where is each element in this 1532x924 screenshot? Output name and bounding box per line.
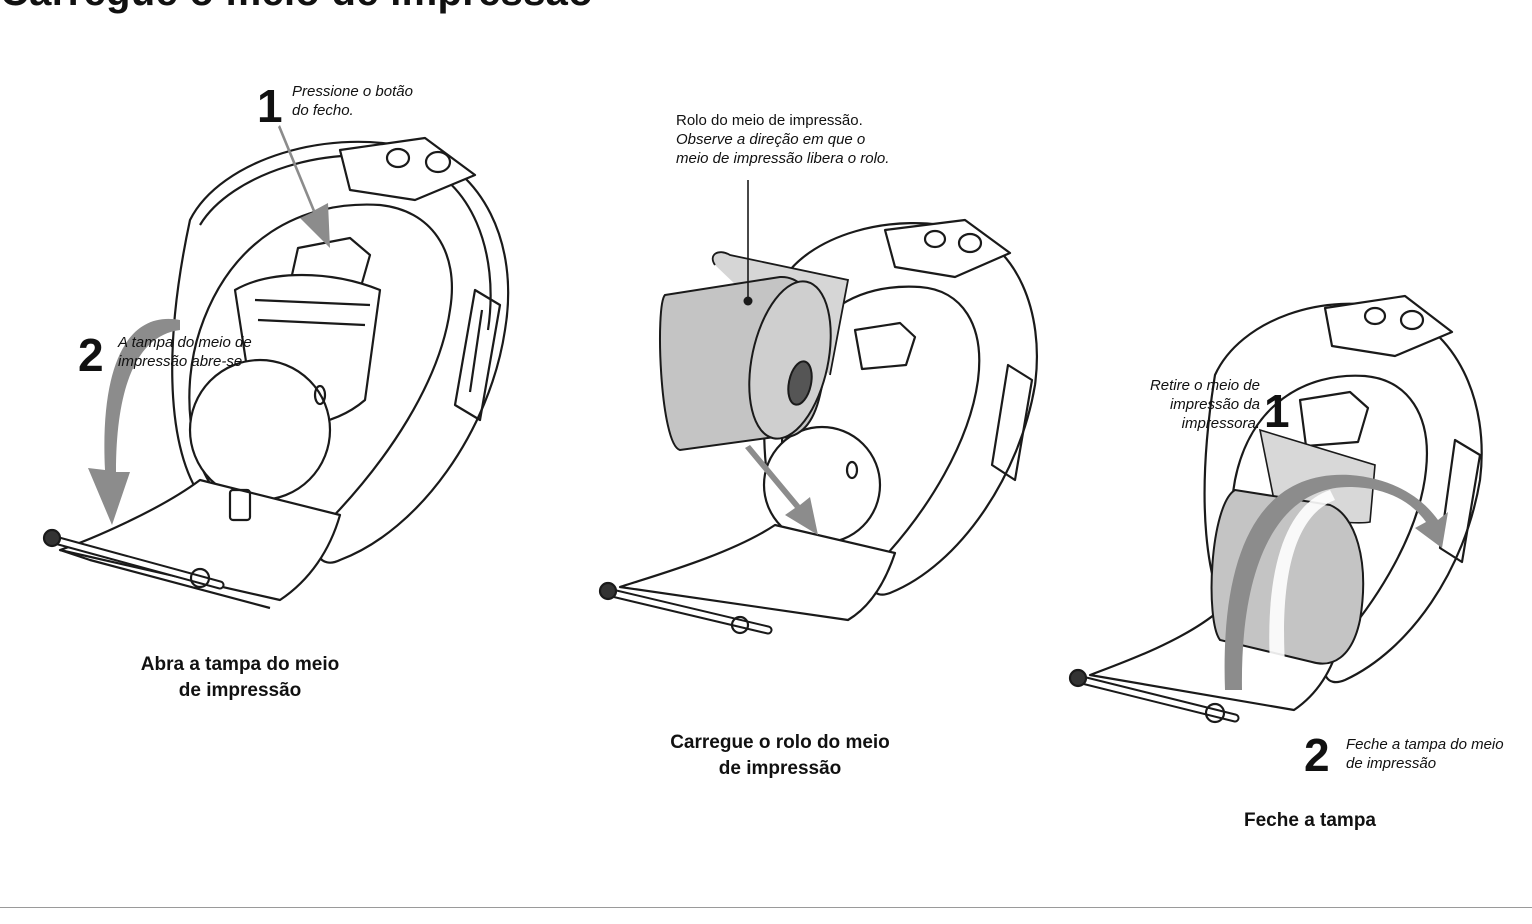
step-2-number: 2: [1304, 729, 1330, 781]
roll-callout: Rolo do meio de impressão. Observe a dir…: [676, 112, 890, 167]
printer-load-roll-illustration: [598, 180, 1039, 635]
printer-open-illustration: [42, 125, 510, 610]
page-title: Carregue o meio de impressão: [0, 0, 593, 15]
arrow-down-icon: [745, 445, 818, 535]
printer-close-cover-illustration: [1068, 294, 1483, 724]
curved-arrow-icon: [88, 318, 180, 525]
step-1-number: 1: [1264, 385, 1290, 437]
step-1-number: 1: [257, 80, 283, 132]
media-roll-illustration: [659, 251, 850, 452]
caption-close-cover: Feche a tampa: [1244, 810, 1376, 831]
footer-divider: [0, 907, 1532, 908]
step-2-number: 2: [78, 329, 104, 381]
arrow-down-icon: [278, 125, 330, 248]
